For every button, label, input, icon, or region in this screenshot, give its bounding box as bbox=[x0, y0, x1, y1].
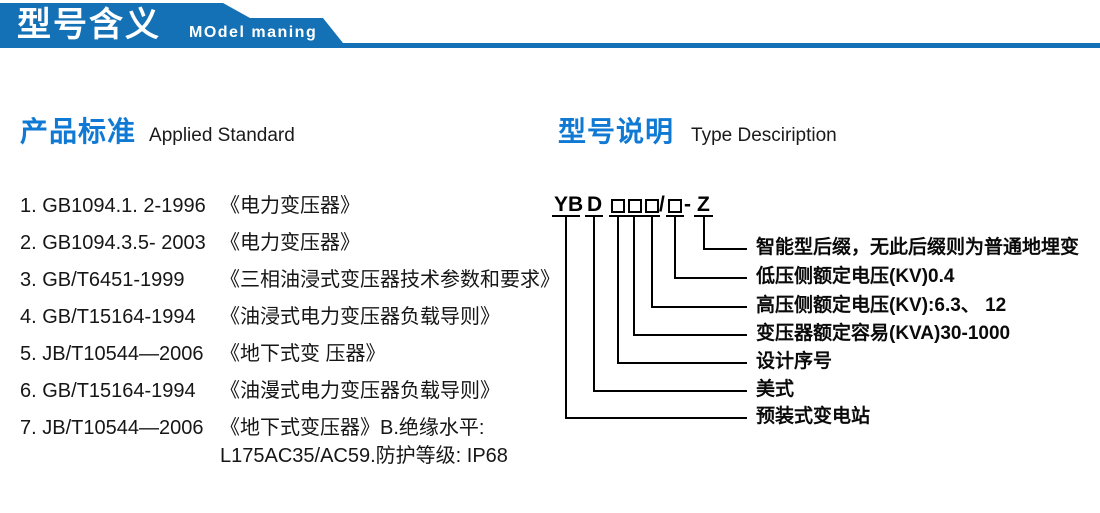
code-underline bbox=[552, 215, 580, 217]
right-heading-zh: 型号说明 bbox=[558, 116, 675, 147]
model-label-design-serial: 设计序号 bbox=[756, 351, 833, 372]
model-code-box-4: □ bbox=[668, 199, 682, 213]
model-label-american-type: 美式 bbox=[756, 379, 795, 400]
left-heading-en: Applied Standard bbox=[149, 125, 295, 146]
standard-item: 4. GB/T15164-1994 《油浸式电力变压器负载导则》 bbox=[20, 299, 550, 336]
model-code-prefix: YB bbox=[554, 193, 584, 216]
connector-vertical bbox=[617, 217, 619, 364]
standard-title: 《油漫式电力变压器负载导则》 bbox=[220, 380, 500, 402]
model-label-prefab-substation: 预装式变电站 bbox=[756, 406, 871, 427]
page-subtitle: MOdel maning bbox=[189, 24, 318, 41]
standard-item: 2. GB1094.3.5- 2003 《电力变压器》 bbox=[20, 225, 550, 262]
code-underline bbox=[585, 215, 603, 217]
connector-horizontal bbox=[633, 334, 747, 336]
standard-continuation-line: L175AC35/AC59.防护等级: IP68 bbox=[220, 445, 508, 467]
left-section-heading: 产品标准 Applied Standard bbox=[20, 110, 295, 150]
banner-shape bbox=[0, 3, 1100, 48]
model-label-lv-voltage: 低压侧额定电压(KV)0.4 bbox=[756, 266, 955, 287]
connector-horizontal bbox=[674, 277, 747, 279]
model-code-box-2: □ bbox=[628, 199, 642, 213]
left-heading-zh: 产品标准 bbox=[20, 116, 137, 147]
code-underline bbox=[626, 215, 643, 217]
standard-code: 6. GB/T15164-1994 bbox=[20, 380, 196, 402]
standards-list: 1. GB1094.1. 2-1996 《电力变压器》 2. GB1094.3.… bbox=[20, 188, 560, 447]
right-heading-en: Type Desciription bbox=[691, 125, 837, 146]
standard-code: 4. GB/T15164-1994 bbox=[20, 306, 196, 328]
connector-horizontal bbox=[703, 248, 747, 250]
connector-vertical bbox=[633, 217, 635, 336]
standard-title: 《电力变压器》 bbox=[220, 232, 360, 254]
model-code-suffix: Z bbox=[697, 193, 710, 216]
code-underline bbox=[609, 215, 626, 217]
model-label-suffix: 智能型后缀，无此后缀则为普通地埋变 bbox=[756, 237, 1080, 258]
standard-item: 6. GB/T15164-1994 《油漫式电力变压器负载导则》 bbox=[20, 373, 550, 410]
connector-horizontal bbox=[565, 417, 747, 419]
model-code-dash: - bbox=[684, 193, 691, 216]
standard-title: 《三相油浸式变压器技术参数和要求》 bbox=[220, 269, 560, 291]
model-label-capacity: 变压器额定容易(KVA)30-1000 bbox=[756, 323, 1011, 344]
banner-ribbon bbox=[0, 3, 1100, 48]
code-underline bbox=[643, 215, 660, 217]
connector-vertical bbox=[674, 217, 676, 279]
code-underline bbox=[666, 215, 684, 217]
model-code-box-1: □ bbox=[611, 199, 625, 213]
standard-title: 《油浸式电力变压器负载导则》 bbox=[220, 306, 500, 328]
connector-vertical bbox=[593, 217, 595, 392]
model-label-hv-voltage: 高压侧额定电压(KV):6.3、 12 bbox=[756, 295, 1007, 316]
model-code-style: D bbox=[587, 193, 603, 216]
connector-horizontal bbox=[651, 306, 747, 308]
model-code-slash: / bbox=[659, 193, 665, 216]
standard-code: 1. GB1094.1. 2-1996 bbox=[20, 195, 206, 217]
right-section-heading: 型号说明 Type Desciription bbox=[558, 110, 837, 150]
standard-item: 3. GB/T6451-1999 《三相油浸式变压器技术参数和要求》 bbox=[20, 262, 560, 299]
standard-title: 《电力变压器》 bbox=[220, 195, 360, 217]
connector-vertical bbox=[703, 217, 705, 250]
code-underline bbox=[694, 215, 713, 217]
standard-item: 1. GB1094.1. 2-1996 《电力变压器》 bbox=[20, 188, 550, 225]
standard-code: 2. GB1094.3.5- 2003 bbox=[20, 232, 206, 254]
standard-title: 《地下式变 压器》 bbox=[220, 343, 386, 365]
standard-code: 5. JB/T10544—2006 bbox=[20, 343, 204, 365]
standard-code: 3. GB/T6451-1999 bbox=[20, 269, 185, 291]
connector-horizontal bbox=[617, 362, 747, 364]
standard-item: 7. JB/T10544—2006 《地下式变压器》B.绝缘水平: bbox=[20, 410, 550, 447]
connector-horizontal bbox=[593, 390, 747, 392]
standard-title: 《地下式变压器》B.绝缘水平: bbox=[220, 417, 485, 439]
connector-vertical bbox=[565, 217, 567, 419]
connector-vertical bbox=[651, 217, 653, 308]
standard-item: 5. JB/T10544—2006 《地下式变 压器》 bbox=[20, 336, 550, 373]
page-title: 型号含义 bbox=[17, 6, 161, 44]
model-code-box-3: □ bbox=[645, 199, 659, 213]
standard-code: 7. JB/T10544—2006 bbox=[20, 417, 204, 439]
